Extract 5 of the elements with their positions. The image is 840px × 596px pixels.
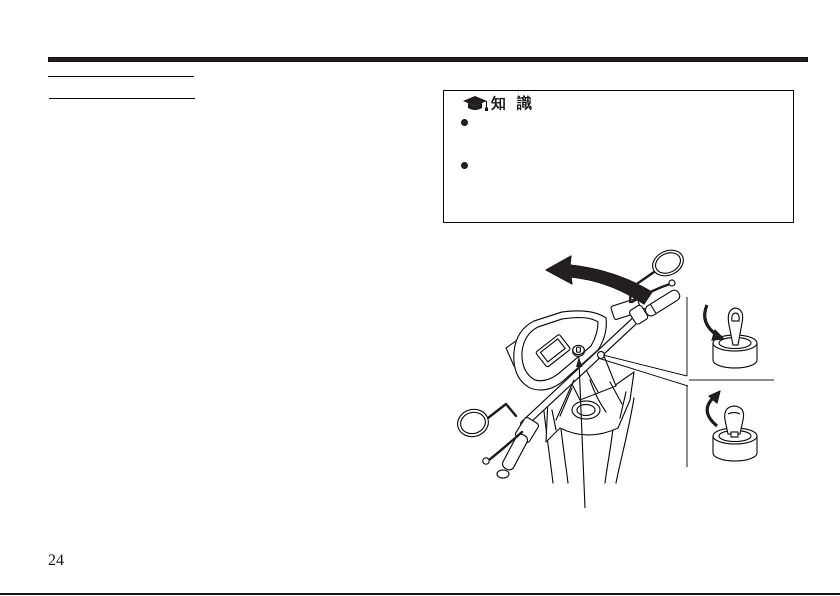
page-number: 24 — [48, 552, 64, 570]
note-box — [443, 90, 794, 223]
leader-arrow — [576, 356, 586, 508]
note-heading: 知 識 — [491, 94, 532, 112]
ignition-switch — [572, 344, 585, 357]
